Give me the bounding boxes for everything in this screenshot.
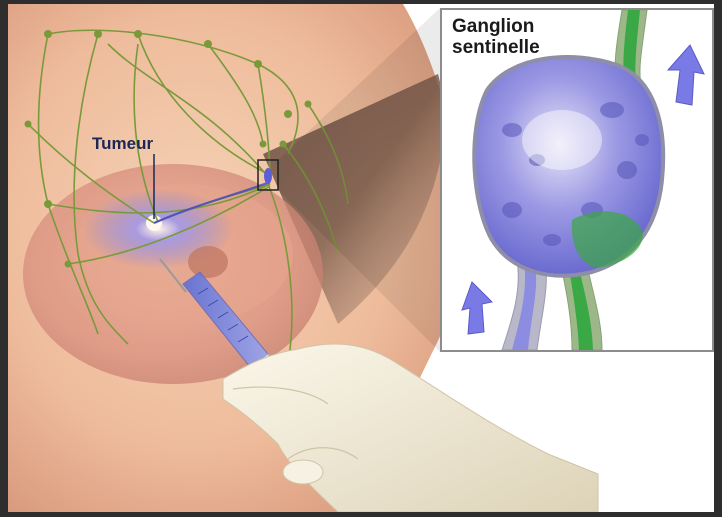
inset-title: Ganglion sentinelle: [452, 16, 540, 58]
sentinel-node-inset: Ganglion sentinelle: [440, 8, 714, 352]
inset-title-line2: sentinelle: [452, 37, 540, 58]
arrow-up-icon: [668, 45, 704, 105]
illustration: Tumeur: [8, 4, 714, 512]
sentinel-node-drawing: [442, 10, 712, 350]
inset-title-line1: Ganglion: [452, 16, 540, 37]
tumor-label: Tumeur: [92, 134, 153, 154]
arrow-up-icon: [462, 282, 492, 334]
nipple: [188, 246, 228, 278]
